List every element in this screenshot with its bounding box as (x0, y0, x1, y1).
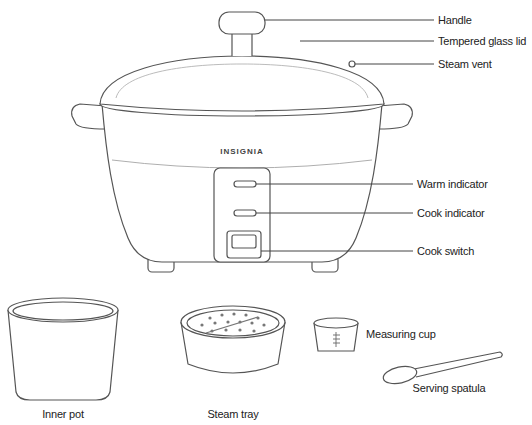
tray-rim (181, 306, 285, 338)
leader-line (265, 20, 434, 21)
glass-lid (100, 56, 384, 111)
lid-handle-stem (232, 32, 252, 56)
body-contour (112, 160, 372, 168)
spatula-handle (414, 352, 502, 377)
leader-line (256, 184, 413, 185)
inner-pot (8, 310, 118, 400)
tray-bar (206, 317, 258, 333)
side-handle (378, 104, 412, 129)
part-label: Serving spatula (413, 381, 486, 395)
lid-handle-knob (219, 12, 265, 34)
part-label: Handle (438, 13, 472, 27)
cook-light (234, 210, 256, 216)
part-label: Steam tray (207, 407, 258, 421)
part-label: Warm indicator (417, 177, 488, 191)
part-label: Inner pot (42, 407, 84, 421)
part-label: Cook indicator (417, 206, 485, 220)
warm-light (234, 181, 256, 187)
part-label: Cook switch (417, 244, 474, 258)
cooker-body (102, 104, 382, 262)
tray-inner (187, 310, 279, 336)
leader-line (256, 213, 413, 214)
part-label: Tempered glass lid (438, 34, 526, 48)
cup-rim (314, 318, 358, 328)
brand-logo: INSIGNIA (220, 145, 264, 159)
switch-lever (232, 235, 256, 248)
leader-line (261, 251, 413, 252)
part-label: Steam vent (438, 57, 492, 71)
part-label: Measuring cup (366, 327, 436, 341)
lid-contour (116, 64, 368, 98)
cook-switch (227, 231, 261, 258)
leader-line (300, 41, 434, 42)
pot-inner-rim (13, 302, 113, 320)
side-handle (72, 104, 106, 129)
steam-vent (349, 61, 355, 67)
leader-line (355, 64, 434, 65)
control-panel (214, 168, 270, 262)
pot-rim (8, 298, 118, 322)
